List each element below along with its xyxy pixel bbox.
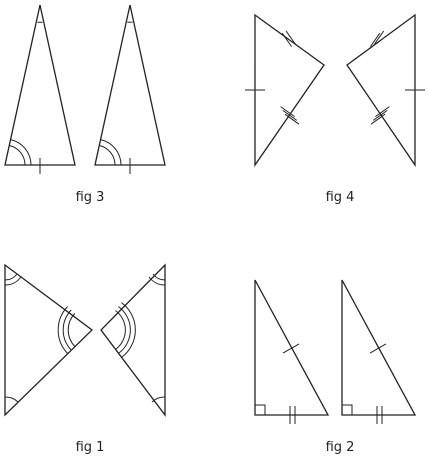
fig1-right-top-angle-arc-inner xyxy=(152,273,166,281)
fig1-label: fig 1 xyxy=(76,440,105,455)
fig4-left-upper-double-tick xyxy=(281,30,296,47)
fig1-triangle-left xyxy=(4,263,93,417)
fig4-right-upper-double-tick xyxy=(369,30,385,47)
fig1-triangle-right xyxy=(100,263,166,417)
figure-1: fig 1 xyxy=(4,263,166,455)
fig1-right-tip-angle-arc-2 xyxy=(118,306,131,354)
fig2-right-base-double-tick xyxy=(376,406,383,424)
fig2-left-right-angle-mark xyxy=(255,404,266,415)
fig2-label: fig 2 xyxy=(326,440,355,455)
fig4-left-lower-triple-tick xyxy=(280,106,300,125)
fig2-right-hypotenuse-tick xyxy=(369,343,387,354)
fig1-left-tip-angle-arc-3 xyxy=(57,306,68,354)
fig4-label: fig 4 xyxy=(326,190,355,205)
fig4-triangle-left xyxy=(254,13,325,168)
fig1-left-top-angle-arc-outer xyxy=(4,276,22,286)
fig1-left-top-angle-arc-inner xyxy=(4,273,18,281)
fig2-left-hypotenuse-tick xyxy=(282,343,300,354)
fig1-right-top-angle-arc-outer xyxy=(148,276,166,286)
fig3-label: fig 3 xyxy=(76,190,105,205)
fig1-left-tip-angle-arc-1 xyxy=(67,313,76,347)
fig2-right-right-angle-mark xyxy=(342,404,353,415)
fig3-right-base-angle-arc-outer xyxy=(100,139,122,166)
fig1-right-bottom-angle-arc xyxy=(151,396,166,403)
figure-2: fig 2 xyxy=(254,279,417,455)
fig3-right-base-angle-arc-inner xyxy=(99,145,116,166)
fig2-left-base-double-tick xyxy=(289,406,296,424)
fig4-triangle-right xyxy=(346,13,416,168)
fig2-triangle-right xyxy=(341,279,417,416)
fig4-right-lower-triple-tick xyxy=(370,106,390,125)
fig1-left-tip-angle-arc-2 xyxy=(62,309,72,351)
fig3-left-base-angle-arc-inner xyxy=(9,145,26,166)
figure-3: fig 3 xyxy=(4,4,166,205)
fig1-left-bottom-angle-arc xyxy=(4,396,19,403)
figure-4: fig 4 xyxy=(245,13,425,205)
fig1-right-tip-angle-arc-1 xyxy=(115,310,126,350)
fig3-left-base-angle-arc-outer xyxy=(10,139,32,166)
fig2-triangle-left xyxy=(254,279,330,416)
fig1-right-tip-angle-arc-3 xyxy=(121,302,136,358)
